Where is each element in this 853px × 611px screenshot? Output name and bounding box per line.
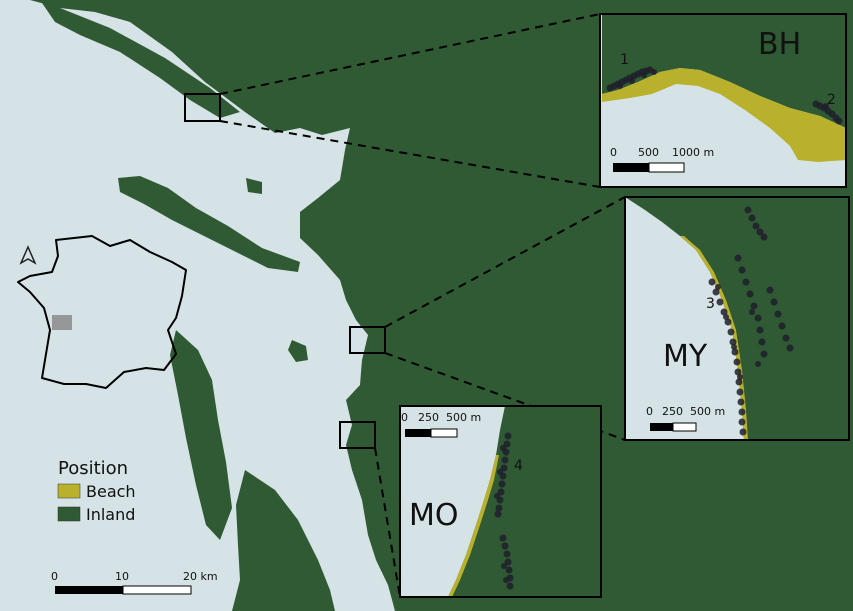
inset-bh-points	[606, 66, 843, 125]
scale-tick-20: 20 km	[183, 570, 218, 583]
inset-mo-scale-bar: 0 250 500 m	[401, 411, 481, 438]
islands	[118, 176, 308, 540]
inset-my: MY 3 0 250 500 m	[624, 196, 850, 441]
inset-mo-frame	[399, 405, 602, 598]
inset-my-scale-tick-0: 0	[646, 405, 653, 418]
study-area-highlight	[52, 315, 72, 330]
inset-mo-beach	[448, 455, 499, 597]
legend: Position Beach Inland	[57, 458, 136, 524]
inset-mo-points	[494, 432, 514, 590]
inset-mo-water	[400, 406, 505, 597]
legend-label-beach: Beach	[86, 482, 136, 501]
inset-bh-code: BH	[758, 27, 801, 62]
inset-bh-scale-bar: 0 500 1000 m	[610, 146, 714, 173]
inset-my-code: MY	[663, 339, 708, 374]
inset-bh-scale-tick-2: 1000 m	[672, 146, 714, 159]
inset-bh-site-1: 1	[620, 52, 629, 68]
legend-title: Position	[58, 458, 128, 479]
inset-mo-scale-tick-2: 500 m	[446, 411, 481, 424]
inset-bh-scale-tick-1: 500	[638, 146, 659, 159]
location-box-bh	[184, 93, 221, 122]
inset-my-site-3: 3	[706, 296, 715, 312]
inset-my-scale-tick-2: 500 m	[690, 405, 725, 418]
inset-bh-site-2: 2	[827, 92, 836, 108]
inset-mo-scale-tick-1: 250	[418, 411, 439, 424]
france-locator-map	[17, 235, 187, 389]
location-box-mo	[339, 421, 376, 449]
scale-tick-0: 0	[51, 570, 58, 583]
inset-bh-land	[602, 14, 846, 128]
location-box-my	[349, 326, 386, 354]
legend-label-inland: Inland	[86, 505, 135, 524]
inset-bh-frame	[599, 13, 847, 188]
scale-tick-10: 10	[115, 570, 129, 583]
inset-mo-site-4: 4	[514, 458, 523, 474]
inset-my-scale-bar: 0 250 500 m	[646, 405, 725, 432]
inset-mo: MO 4 0 250 500 m	[399, 405, 602, 598]
inset-bh-beach	[602, 68, 846, 162]
france-outline-icon	[17, 235, 187, 389]
main-scale-bar: 0 10 20 km	[51, 570, 218, 595]
inset-my-water	[625, 197, 744, 440]
legend-swatch-inland	[57, 506, 81, 522]
north-arrow-icon	[19, 245, 37, 265]
inset-my-frame	[624, 196, 850, 441]
inset-bh: BH 1 2 0 500 1000 m	[599, 13, 847, 188]
inset-mo-scale-tick-0: 0	[401, 411, 408, 424]
inset-bh-scale-tick-0: 0	[610, 146, 617, 159]
inset-my-points	[708, 206, 794, 436]
inset-my-scale-tick-1: 250	[662, 405, 683, 418]
location-boxes	[184, 93, 386, 449]
legend-swatch-beach	[57, 483, 81, 499]
inset-mo-code: MO	[409, 498, 459, 533]
inset-my-beach	[680, 236, 748, 440]
